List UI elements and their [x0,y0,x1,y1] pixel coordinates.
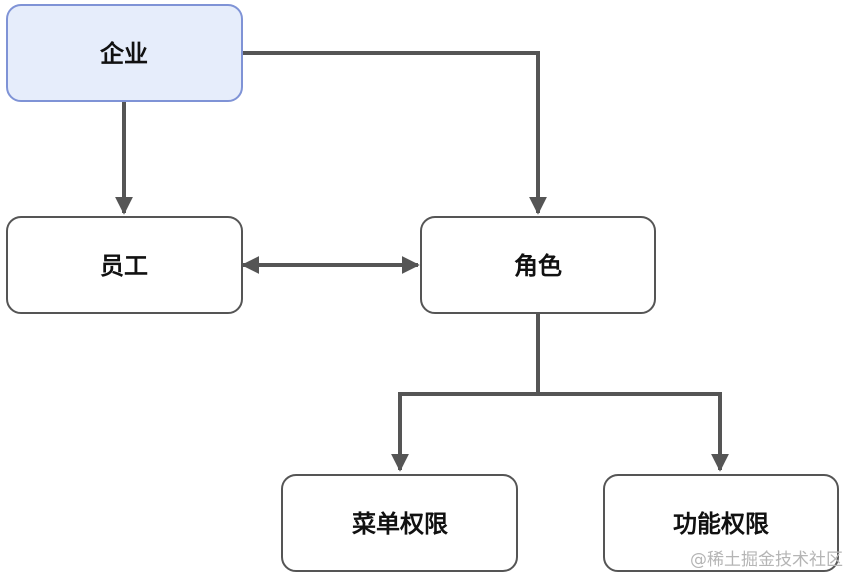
edge-role-to-function-permission [538,392,729,472]
node-enterprise-label: 企业 [100,40,148,68]
node-role-box [420,216,656,314]
edge-enterprise-to-role [243,51,547,215]
node-menu-permission-box [281,474,518,572]
node-menu-permission: 菜单权限 [281,474,518,572]
node-role-label: 角色 [514,252,562,280]
watermark: @稀土掘金技术社区 [690,550,843,570]
node-function-permission-box [603,474,839,572]
node-role: 角色 [420,216,656,314]
node-function-permission: 功能权限 [603,474,839,572]
node-enterprise: 企业 [6,4,243,102]
node-employee-label: 员工 [100,252,148,280]
node-employee: 员工 [6,216,243,314]
edge-role-to-menu-permission [391,392,538,472]
node-function-permission-label: 功能权限 [673,510,769,538]
node-employee-box [6,216,243,314]
node-menu-permission-label: 菜单权限 [351,510,448,538]
node-enterprise-box [6,4,243,102]
